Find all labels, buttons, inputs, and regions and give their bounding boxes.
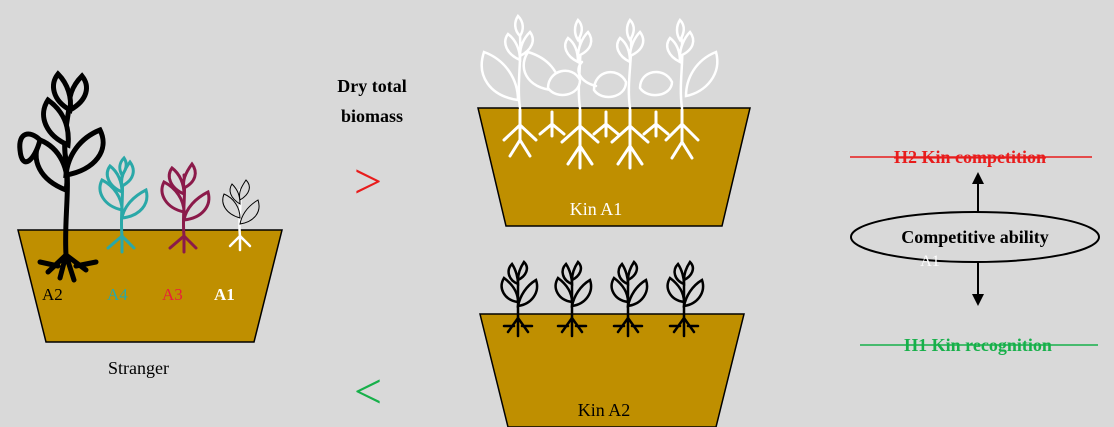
arrow-down-icon <box>972 262 984 306</box>
stranger-caption: Stranger <box>108 358 169 378</box>
stranger-label-a1: A1 <box>214 285 235 304</box>
kin-a1-pot: Kin A1 <box>477 14 751 227</box>
competitive-ability-sub: A1 <box>920 253 940 270</box>
plant-a1-white <box>222 179 260 252</box>
plant-a4-teal <box>98 155 149 254</box>
comparison: Dry total biomass > < <box>337 76 406 419</box>
kin-a2-pot: Kin A2 <box>479 260 745 427</box>
kin-a1-roots <box>502 108 700 170</box>
plant-a3-maroon <box>160 161 211 254</box>
kin-a2-label: Kin A2 <box>578 400 631 420</box>
biomass-heading-line2: biomass <box>341 106 403 126</box>
less-than-symbol: < <box>354 363 382 419</box>
stranger-label-a2: A2 <box>42 285 63 304</box>
kin-a2-pot-soil <box>479 313 745 427</box>
biomass-heading-line1: Dry total <box>337 76 406 96</box>
stranger-pot: A2 A4 A3 A1 Stranger <box>17 70 283 378</box>
kin-a1-plants <box>480 14 719 110</box>
kin-a2-plants <box>500 260 705 338</box>
hypotheses: H2 Kin competition Competitive ability A… <box>850 147 1100 355</box>
stranger-label-a3: A3 <box>162 285 183 304</box>
competitive-ability-label: Competitive ability <box>901 227 1048 247</box>
greater-than-symbol: > <box>354 153 382 209</box>
competitive-ability-ellipse <box>850 211 1100 263</box>
kin-a1-label: Kin A1 <box>570 199 623 219</box>
stranger-pot-soil <box>17 229 283 343</box>
plant-a2-black <box>17 70 106 283</box>
stranger-label-a4: A4 <box>107 285 128 304</box>
